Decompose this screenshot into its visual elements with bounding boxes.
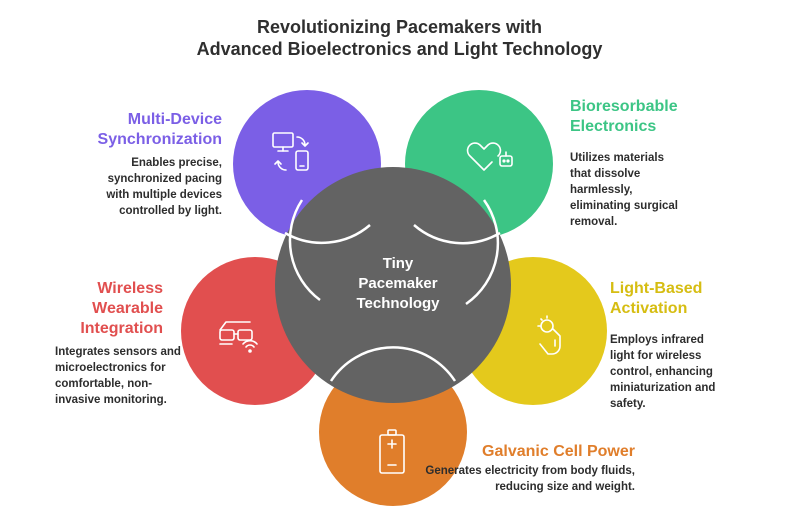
galvanic-heading-line-1: Galvanic Cell Power [482, 443, 635, 460]
wireless-wearable-desc-line-2: microelectronics for [55, 362, 166, 374]
galvanic-desc-line-1: Generates electricity from body fluids, [425, 465, 635, 477]
bioresorbable-desc-line-1: Utilizes materials [570, 152, 664, 164]
light-activation-heading-line-2: Activation [610, 300, 688, 317]
center-arcs [284, 199, 501, 382]
center-label-line-2: Pacemaker [358, 275, 438, 292]
bioresorbable-description: Utilizes materials that dissolve harmles… [570, 150, 730, 230]
hand-light-icon [537, 315, 561, 355]
light-activation-desc-line-4: miniaturization and [610, 382, 716, 394]
multi-device-heading: Multi-Device Synchronization [60, 110, 222, 150]
bioresorbable-heading: Bioresorbable Electronics [570, 97, 730, 137]
bioresorbable-desc-line-4: eliminating surgical [570, 200, 678, 212]
bioresorbable-desc-line-2: that dissolve [570, 168, 641, 180]
multi-device-desc-line-2: synchronized pacing [107, 173, 222, 185]
title-line-1: Revolutionizing Pacemakers with [256, 17, 543, 37]
multi-device-heading-line-1: Multi-Device [127, 111, 222, 128]
center-label-line-3: Technology [356, 295, 440, 312]
diagram-title: Revolutionizing Pacemakers with Advanced… [0, 16, 799, 60]
multi-device-description: Enables precise, synchronized pacing wit… [60, 155, 222, 219]
wireless-wearable-heading-line-3: Integration [80, 320, 163, 337]
wireless-wearable-desc-line-3: comfortable, non- [55, 378, 153, 390]
bioresorbable-heading-line-2: Electronics [570, 118, 657, 135]
wireless-wearable-desc-line-4: invasive monitoring. [55, 394, 167, 406]
light-activation-heading-line-1: Light-Based [610, 280, 703, 297]
galvanic-desc-line-2: reducing size and weight. [495, 481, 635, 493]
center-label: Tiny Pacemaker Technology [328, 254, 468, 314]
light-activation-desc-line-5: safety. [610, 398, 646, 410]
bioresorbable-desc-line-3: harmlessly, [570, 184, 633, 196]
wireless-wearable-desc-line-1: Integrates sensors and [55, 346, 181, 358]
galvanic-heading: Galvanic Cell Power [440, 442, 635, 462]
battery-icon [379, 429, 405, 474]
bioresorbable-heading-line-1: Bioresorbable [570, 98, 678, 115]
multi-device-desc-line-4: controlled by light. [119, 205, 222, 217]
multi-device-desc-line-3: with multiple devices [106, 189, 222, 201]
smart-glasses-icon [219, 321, 258, 353]
light-activation-desc-line-2: light for wireless [610, 350, 702, 362]
light-activation-description: Employs infrared light for wireless cont… [610, 332, 770, 412]
center-label-line-1: Tiny [382, 255, 414, 272]
light-activation-desc-line-1: Employs infrared [610, 334, 704, 346]
heart-chip-icon [466, 142, 513, 171]
bioresorbable-desc-line-5: removal. [570, 216, 618, 228]
title-line-2: Advanced Bioelectronics and Light Techno… [196, 39, 603, 59]
wireless-wearable-heading-line-1: Wireless [97, 280, 163, 297]
galvanic-description: Generates electricity from body fluids, … [420, 463, 635, 495]
wireless-wearable-heading: Wireless Wearable Integration [40, 279, 163, 339]
light-activation-heading: Light-Based Activation [610, 279, 770, 319]
multi-device-heading-line-2: Synchronization [97, 131, 222, 148]
wireless-wearable-description: Integrates sensors and microelectronics … [55, 344, 205, 408]
center-circle [275, 167, 511, 403]
devices-sync-icon [272, 132, 309, 171]
wireless-wearable-heading-line-2: Wearable [92, 300, 163, 317]
light-activation-desc-line-3: control, enhancing [610, 366, 713, 378]
multi-device-desc-line-1: Enables precise, [131, 157, 222, 169]
